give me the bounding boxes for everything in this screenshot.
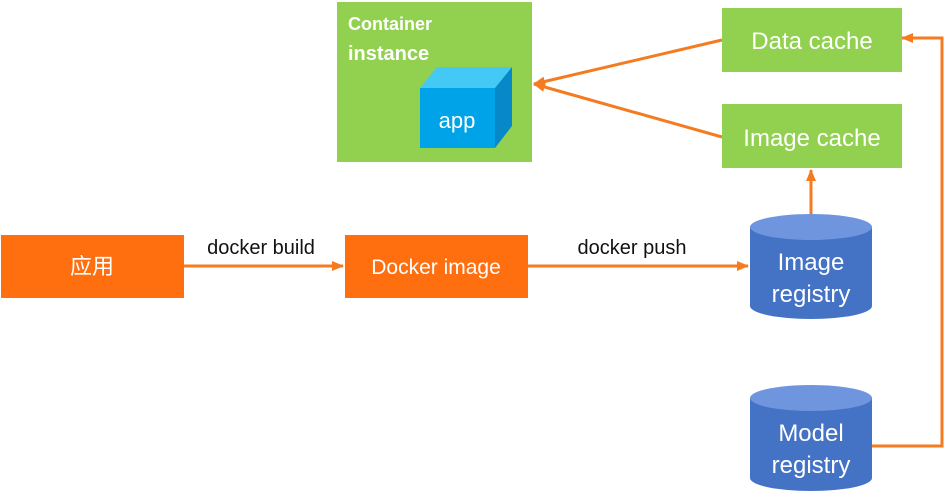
node-container-instance-line2: instance: [348, 43, 429, 65]
app-cube-label: app: [439, 108, 476, 133]
node-image-registry-line1: Image: [778, 249, 845, 276]
node-app-source: 应用: [1, 235, 184, 298]
connectors: [184, 33, 944, 448]
node-image-cache: Image cache: [722, 104, 902, 168]
node-data-cache: Data cache: [722, 8, 902, 72]
node-model-registry-line1: Model: [778, 420, 843, 447]
node-model-registry: Model registry: [750, 385, 872, 491]
app-cube-icon: [420, 67, 512, 148]
node-model-registry-line2: registry: [772, 452, 851, 479]
arrow-model-registry-to-data-cache: [872, 33, 944, 448]
arrow-data-cache-to-container: [533, 38, 723, 87]
node-container-instance: Container instance app: [337, 2, 532, 162]
node-container-instance-line1: Container: [348, 14, 432, 34]
arrow-image-cache-to-container: [533, 82, 723, 139]
node-app-source-label: 应用: [70, 254, 114, 279]
node-docker-image-label: Docker image: [371, 256, 501, 279]
edge-label-docker-push: docker push: [578, 237, 687, 259]
node-image-registry: Image registry: [750, 214, 872, 319]
edge-label-docker-build: docker build: [207, 237, 315, 259]
node-image-cache-label: Image cache: [743, 125, 880, 152]
node-docker-image: Docker image: [345, 235, 528, 298]
node-data-cache-label: Data cache: [751, 28, 872, 55]
node-image-registry-line2: registry: [772, 281, 851, 308]
